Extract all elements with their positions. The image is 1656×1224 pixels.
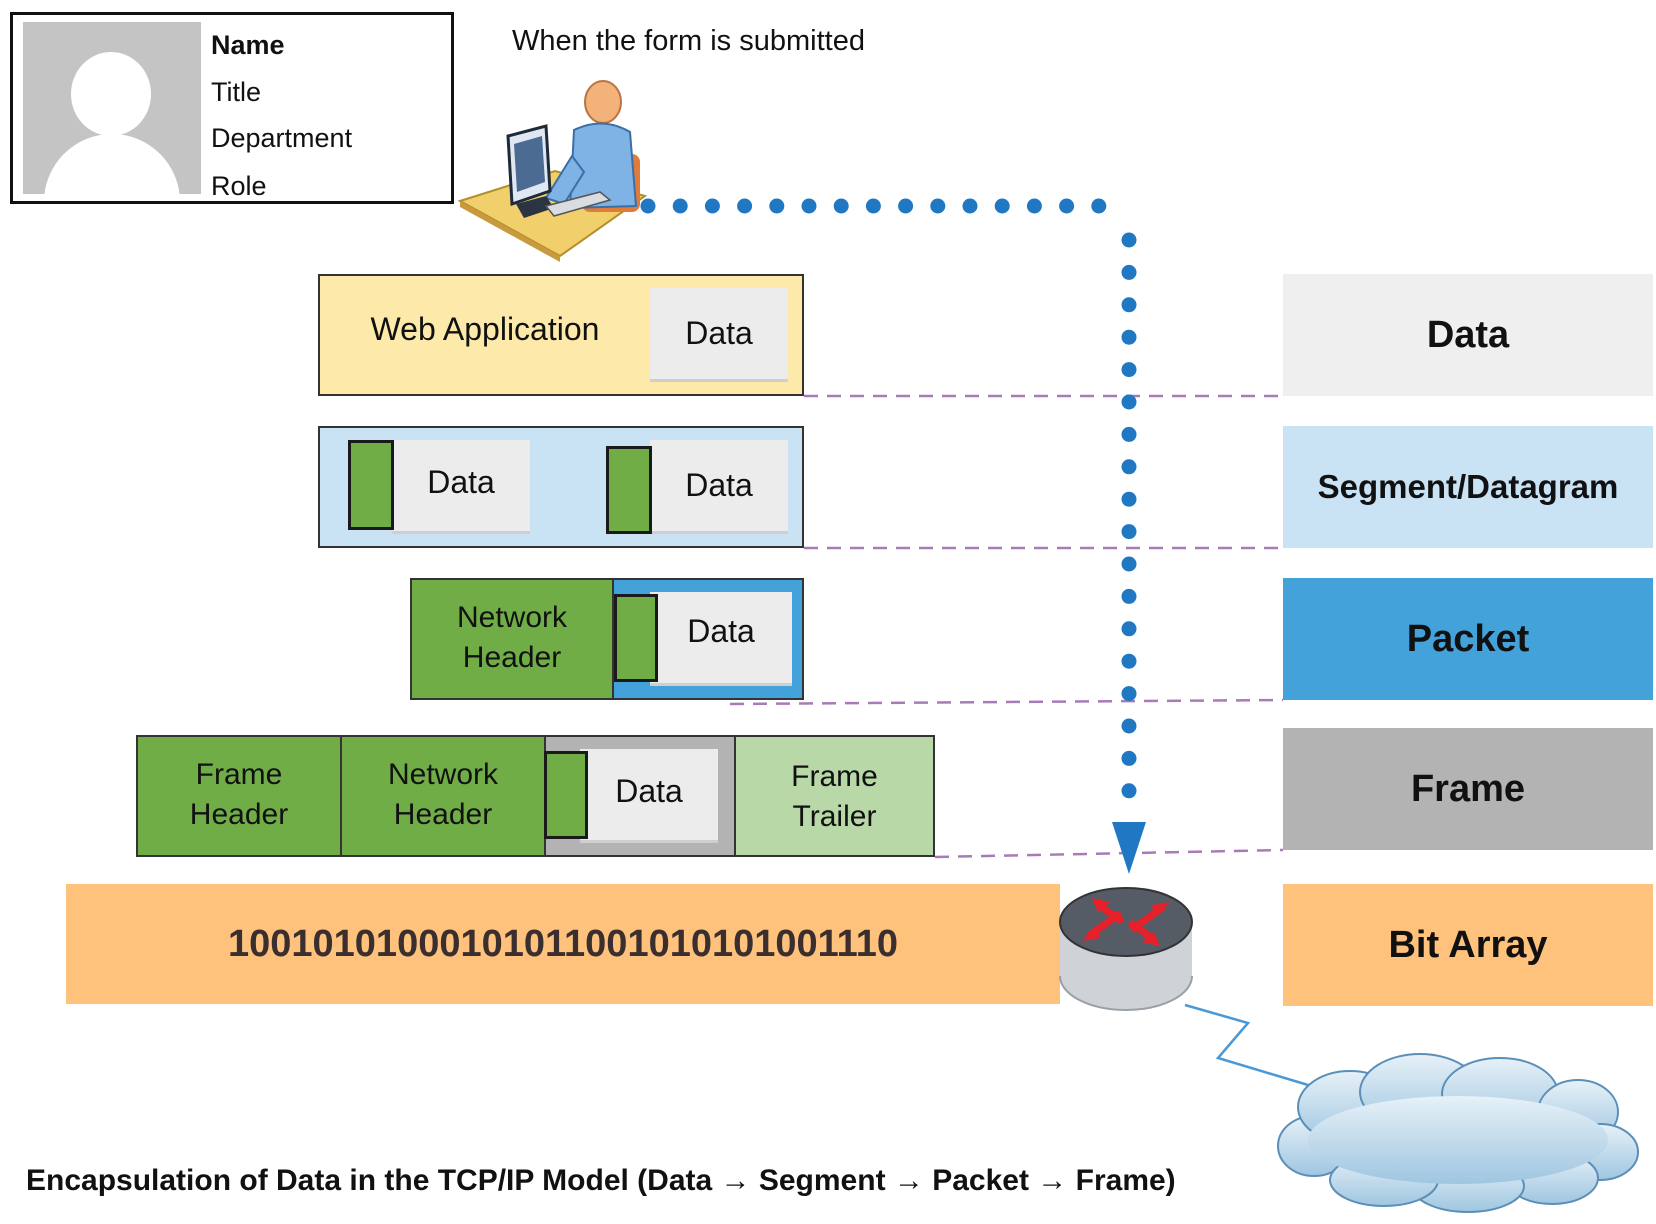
flow-dot	[833, 198, 849, 214]
profile-department: Department	[211, 123, 353, 153]
segment-data-box-2: Data	[650, 440, 788, 534]
link-line	[1184, 1003, 1319, 1090]
profile-title: Title	[211, 77, 262, 107]
flow-dot	[704, 198, 720, 214]
flow-dot	[1121, 686, 1137, 702]
frame-data-box: Data	[580, 749, 718, 843]
flow-dot	[1121, 264, 1137, 280]
packet-data-box: Data	[650, 592, 792, 686]
application-data-box: Data	[650, 288, 788, 382]
web-application-label: Web Application	[370, 311, 600, 347]
flow-dot	[930, 198, 946, 214]
flow-arrow-head	[1112, 822, 1146, 874]
flow-dot	[1121, 588, 1137, 604]
flow-dot	[1121, 491, 1137, 507]
flow-dot	[1121, 394, 1137, 410]
flow-dot	[1121, 297, 1137, 313]
profile-name: Name	[211, 30, 285, 60]
bit-array-bar: 10010101000101011001010101001110	[66, 884, 1060, 1004]
bit-array-value: 10010101000101011001010101001110	[228, 923, 898, 965]
application-data-label: Data	[685, 315, 753, 351]
flow-dot	[1121, 329, 1137, 345]
application-layer-box: Web Application Data	[318, 274, 804, 396]
transport-header-block-4	[544, 751, 588, 839]
profile-card: Name Title Department Role	[10, 12, 454, 204]
flow-dot	[1121, 621, 1137, 637]
flow-dot	[1121, 556, 1137, 572]
avatar-placeholder-icon	[23, 22, 201, 194]
flow-dot	[1121, 718, 1137, 734]
form-submitted-caption: When the form is submitted	[512, 25, 865, 57]
legend-frame: Frame	[1283, 728, 1653, 850]
transport-header-block-1	[348, 440, 394, 530]
flow-dot	[1121, 750, 1137, 766]
flow-dot	[1121, 459, 1137, 475]
flow-dot	[1121, 232, 1137, 248]
flow-dot	[1121, 426, 1137, 442]
router-icon	[1059, 887, 1193, 1011]
flow-dot	[865, 198, 881, 214]
flow-dot	[1121, 362, 1137, 378]
segment-layer-box: Data Data	[318, 426, 804, 548]
flow-dot	[1026, 198, 1042, 214]
cloud-icon	[1277, 1053, 1639, 1213]
flow-dot	[1059, 198, 1075, 214]
segment-data-label-1: Data	[427, 464, 495, 500]
flow-dot	[994, 198, 1010, 214]
flow-dot	[737, 198, 753, 214]
legend-data: Data	[1283, 274, 1653, 396]
flow-dot	[769, 198, 785, 214]
legend-segment: Segment/Datagram	[1283, 426, 1653, 548]
flow-dot	[898, 198, 914, 214]
flow-dot	[801, 198, 817, 214]
transport-header-block-2	[606, 446, 652, 534]
segment-data-label-2: Data	[685, 467, 753, 503]
packet-data-label: Data	[687, 613, 755, 649]
flow-dot	[1121, 783, 1137, 799]
segment-data-box-1: Data	[392, 440, 530, 534]
frame-data-label: Data	[615, 773, 683, 809]
user-at-computer-icon	[457, 80, 648, 262]
profile-role: Role	[211, 171, 267, 201]
flow-dot	[1121, 653, 1137, 669]
diagram-caption: Encapsulation of Data in the TCP/IP Mode…	[26, 1164, 1176, 1197]
legend-bit-array: Bit Array	[1283, 884, 1653, 1006]
legend-packet: Packet	[1283, 578, 1653, 700]
flow-dot	[1121, 524, 1137, 540]
transport-header-block-3	[614, 594, 658, 682]
flow-dot	[962, 198, 978, 214]
flow-dot	[672, 198, 688, 214]
flow-dot	[1091, 198, 1107, 214]
